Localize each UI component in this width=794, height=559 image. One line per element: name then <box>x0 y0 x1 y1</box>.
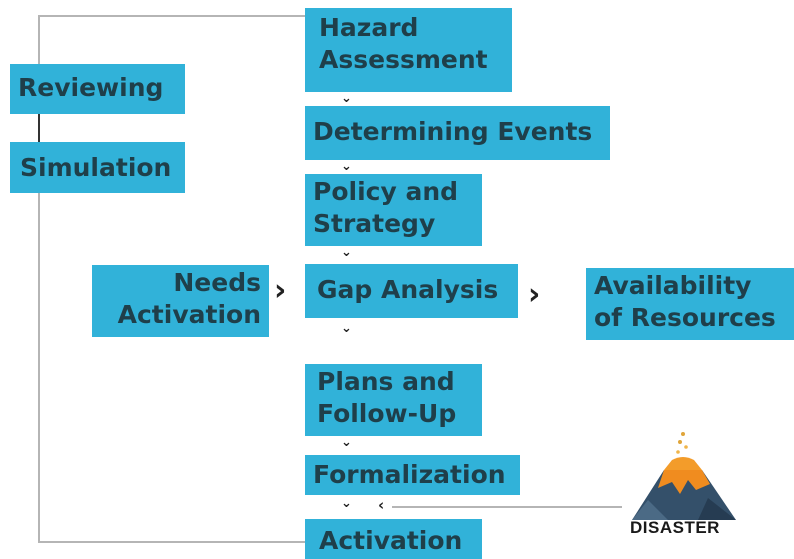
chevron-down-icon: ⌄ <box>341 435 352 450</box>
chevron-down-icon: ⌄ <box>341 91 352 106</box>
determining-events-box: Determining Events <box>305 106 610 160</box>
chevron-down-icon: ⌄ <box>341 245 352 260</box>
loop-line-top <box>38 15 306 17</box>
availability-of-resources-box: Availability of Resources <box>586 268 794 340</box>
volcano-icon <box>632 432 736 520</box>
chevron-right-icon: › <box>274 273 287 308</box>
chevron-down-icon: ⌄ <box>341 321 352 336</box>
activation-box: Activation <box>305 519 482 559</box>
loop-line-left-lower <box>38 193 40 543</box>
chevron-down-icon: ⌄ <box>341 496 352 511</box>
disaster-arrow-line <box>392 506 622 508</box>
simulation-box: Simulation <box>10 142 185 193</box>
chevron-down-icon: ⌄ <box>341 159 352 174</box>
disaster-label: DISASTER <box>630 518 720 537</box>
formalization-box: Formalization <box>305 455 520 495</box>
loop-line-review-sim <box>38 114 40 142</box>
loop-line-bottom <box>38 541 306 543</box>
hazard-assessment-box: Hazard Assessment <box>305 8 512 92</box>
needs-activation-box: Needs Activation <box>92 265 269 337</box>
loop-line-left-upper <box>38 15 40 65</box>
plans-follow-up-box: Plans and Follow-Up <box>305 364 482 436</box>
reviewing-box: Reviewing <box>10 64 185 114</box>
chevron-left-icon: ‹ <box>378 496 385 514</box>
policy-strategy-box: Policy and Strategy <box>305 174 482 246</box>
gap-analysis-box: Gap Analysis <box>305 264 518 318</box>
chevron-right-icon: › <box>528 277 541 312</box>
